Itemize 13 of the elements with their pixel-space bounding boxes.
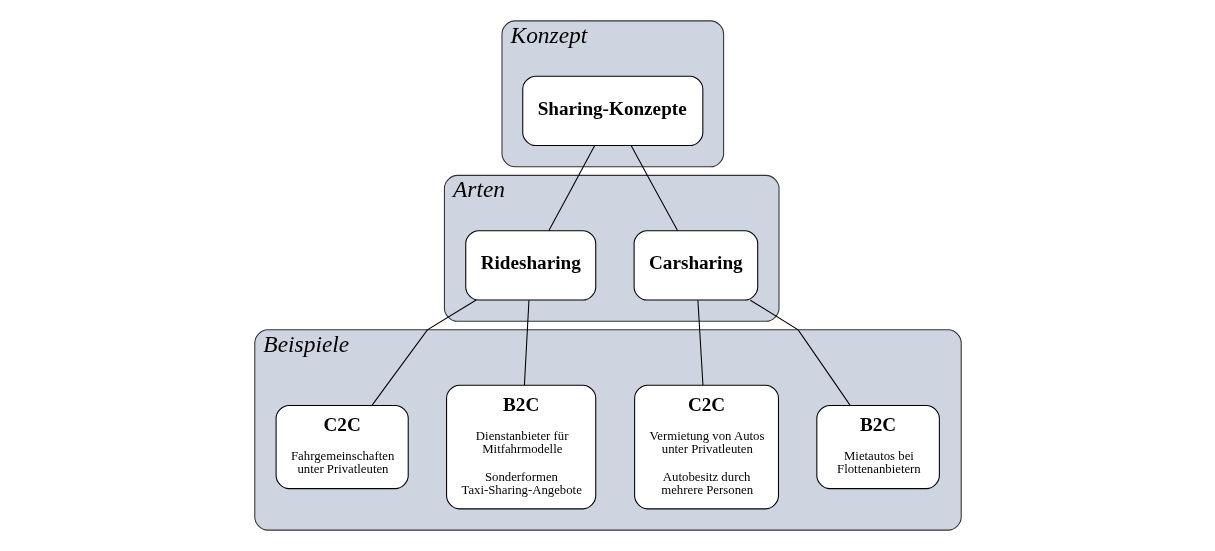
node-box: B2C Mietautos bei Flottenanbietern: [815, 404, 940, 490]
node-box: Ridesharing: [464, 230, 596, 301]
node-box: C2C Vermietung von Autos unter Privatleuten Autobesitz durch mehrere Personen: [633, 384, 779, 510]
node-box: B2C Dienstanbieter für Mitfahrmodelle Sonderformen Taxi-Sharing-Angebote: [445, 384, 596, 510]
node-box: C2C Fahrgemeinschaften unter Privatleuten: [275, 404, 409, 490]
node-box: Carsharing: [633, 230, 758, 301]
connector: [523, 299, 529, 386]
node-box: Sharing-Konzepte: [521, 75, 703, 147]
connector: [696, 299, 703, 386]
connector: [547, 145, 595, 232]
connector: [370, 299, 476, 406]
connector: [630, 145, 678, 232]
connector: [749, 299, 851, 406]
